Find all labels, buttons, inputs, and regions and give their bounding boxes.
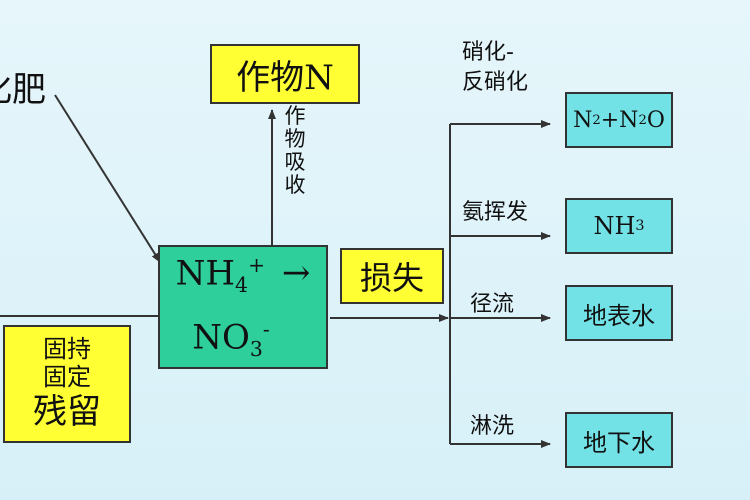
retention-line-3: 残留	[33, 392, 101, 432]
loss-box: 损失	[340, 248, 444, 304]
crop-n-text: 作物N	[236, 57, 334, 98]
conversion-arrow: →	[281, 253, 311, 294]
pathway-label-volatilization: 氨挥发	[462, 200, 529, 225]
retention-box: 固持 固定 残留	[3, 325, 131, 443]
retention-line-2: 固定	[43, 363, 91, 391]
ammonium-line: NH4+ →	[175, 252, 311, 297]
nitrate-line: NO3-	[192, 317, 270, 362]
loss-text: 损失	[359, 259, 424, 297]
fertilizer-arrow	[54, 94, 161, 263]
surface-water-box: 地表水	[565, 285, 673, 341]
uptake-label: 作物吸收	[284, 104, 306, 197]
pathway-label-leaching: 淋洗	[470, 414, 515, 439]
soil-n-box: NH4+ → NO3-	[158, 245, 328, 369]
groundwater-box: 地下水	[565, 412, 673, 468]
retention-line-1: 固持	[43, 335, 91, 363]
pathway-label-runoff: 径流	[470, 292, 515, 317]
crop-n-box: 作物N	[210, 44, 360, 104]
fertilizer-label: 化肥	[0, 70, 46, 110]
pathway-label-denitrification: 硝化- 反硝化	[462, 40, 529, 95]
